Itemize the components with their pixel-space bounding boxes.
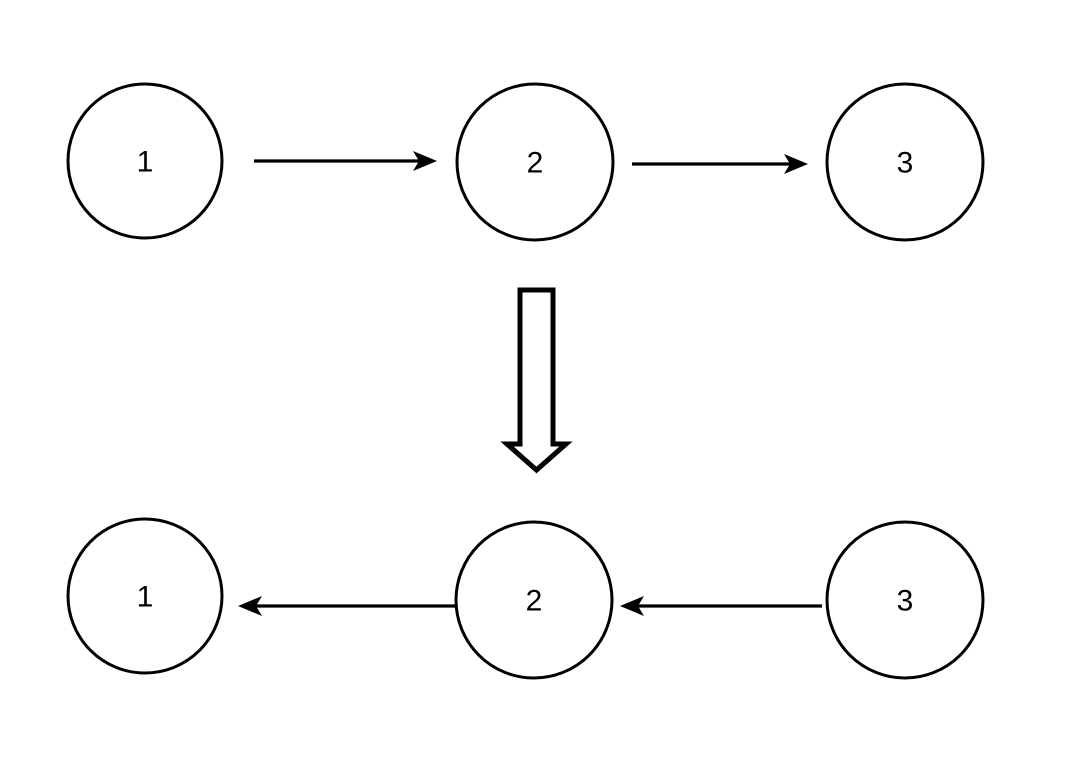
node-before-3[interactable]: 3	[825, 82, 985, 242]
edge-2-to-1	[238, 596, 455, 616]
node-after-3-circle[interactable]	[825, 520, 985, 680]
node-after-3[interactable]: 3	[825, 520, 985, 680]
edge-3-to-2-arrowhead	[620, 596, 644, 616]
row-after: 1 2 3	[66, 517, 985, 680]
node-before-3-label: 3	[897, 147, 914, 180]
edge-2-to-3-arrowhead	[784, 154, 808, 174]
edge-2-to-1-arrowhead	[238, 596, 262, 616]
edge-1-to-2-arrowhead	[413, 151, 437, 171]
downward-block-arrow-icon	[500, 287, 573, 474]
node-before-2-label: 2	[527, 147, 544, 180]
node-after-3-label: 3	[897, 585, 914, 618]
node-before-1-label: 1	[137, 146, 154, 179]
node-before-2[interactable]: 2	[455, 82, 615, 242]
transform-block-arrow	[500, 287, 573, 474]
node-before-1-circle[interactable]	[66, 82, 224, 240]
edge-1-to-2	[254, 151, 437, 171]
node-before-3-circle[interactable]	[825, 82, 985, 242]
node-before-2-circle[interactable]	[455, 82, 615, 242]
edge-2-to-3	[632, 154, 808, 174]
row-before: 1 2 3	[66, 82, 985, 242]
node-after-1-circle[interactable]	[66, 517, 224, 675]
node-after-2-label: 2	[526, 585, 543, 618]
node-after-2-circle[interactable]	[454, 520, 614, 680]
node-before-1[interactable]: 1	[66, 82, 224, 240]
node-after-1-label: 1	[137, 581, 154, 614]
edge-3-to-2	[620, 596, 822, 616]
node-after-1[interactable]: 1	[66, 517, 224, 675]
node-after-2[interactable]: 2	[454, 520, 614, 680]
